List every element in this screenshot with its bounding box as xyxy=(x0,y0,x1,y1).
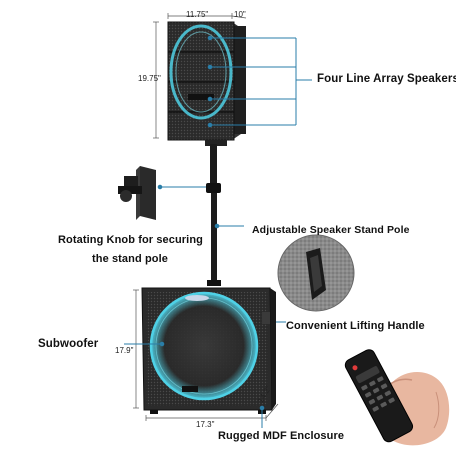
top-dimension-lines xyxy=(153,13,247,139)
sub-width-dimension: 17.3" xyxy=(196,420,215,429)
top-width-dimension: 11.75" xyxy=(186,10,209,19)
line-array-label: Four Line Array Speakers xyxy=(317,73,456,85)
stand-pole-label: Adjustable Speaker Stand Pole xyxy=(252,224,410,236)
enclosure-label: Rugged MDF Enclosure xyxy=(218,430,345,442)
sub-height-dimension: 17.9" xyxy=(115,346,134,355)
knob-label-line2: the stand pole xyxy=(92,253,168,265)
subwoofer-icon xyxy=(141,287,276,414)
sub-dimension-lines xyxy=(133,289,279,421)
pole-callout xyxy=(214,223,244,229)
subwoofer-callout xyxy=(124,341,165,347)
enclosure-callout xyxy=(259,405,265,428)
line-array-callouts xyxy=(207,35,312,128)
knob-label-line1: Rotating Knob for securing xyxy=(58,234,203,246)
top-height-dimension: 19.75" xyxy=(138,74,161,83)
handle-label: Convenient Lifting Handle xyxy=(286,320,425,332)
stand-pole xyxy=(206,144,221,286)
handle-closeup-icon xyxy=(277,234,355,312)
line-array-speaker-icon xyxy=(167,21,246,146)
remote-control-icon xyxy=(344,349,414,443)
top-depth-dimension: 10" xyxy=(234,10,246,19)
knob-callout xyxy=(157,184,206,190)
mounting-bracket-icon xyxy=(118,166,156,220)
subwoofer-label: Subwoofer xyxy=(38,338,99,350)
